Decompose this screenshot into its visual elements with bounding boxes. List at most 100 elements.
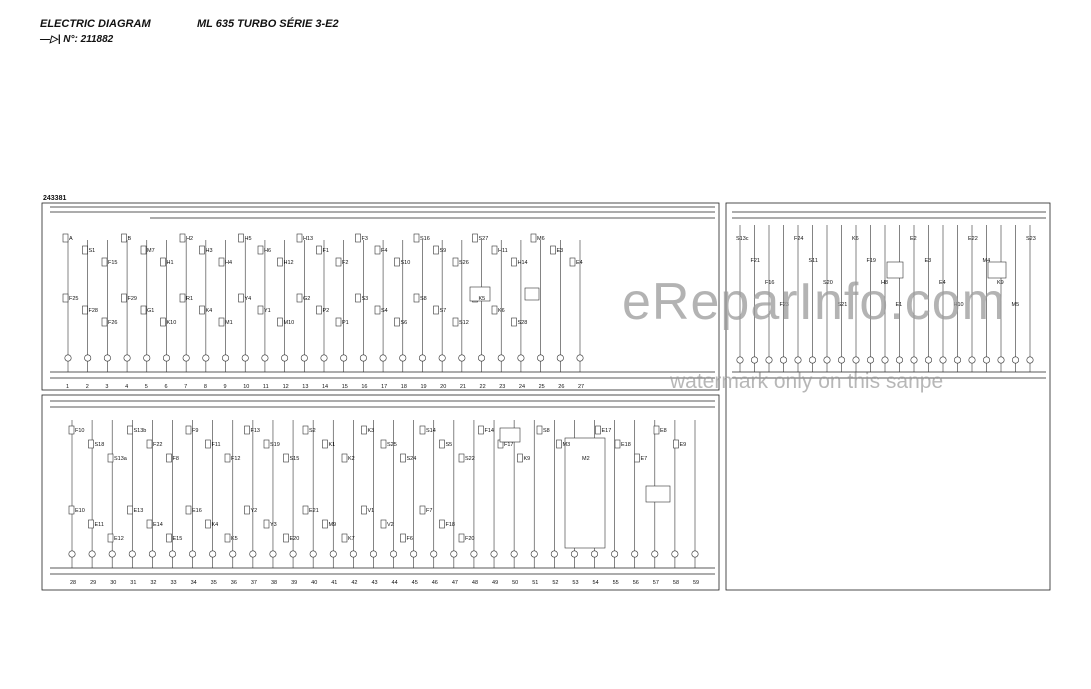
component-symbol	[107, 533, 114, 543]
terminal-number: 46	[432, 580, 438, 586]
lamp-symbol	[490, 550, 498, 558]
component-label: F19	[867, 258, 876, 264]
component-symbol	[413, 293, 420, 303]
terminal-number: 45	[412, 580, 418, 586]
component-symbol	[400, 453, 406, 463]
lamp-symbol	[458, 354, 466, 362]
terminal-number: 32	[150, 580, 156, 586]
lamp-symbol	[369, 550, 377, 558]
component-symbol	[263, 439, 270, 449]
component-symbol	[283, 453, 289, 463]
terminal-number: 19	[420, 384, 426, 390]
component-symbol	[257, 245, 264, 255]
terminal-number: 18	[401, 384, 407, 390]
component-label: S8	[420, 296, 427, 302]
relay-box	[524, 287, 540, 301]
component-label: Y3	[270, 522, 277, 528]
component-label: V2	[387, 522, 394, 528]
component-label: E1	[896, 302, 903, 308]
lamp-symbol	[340, 354, 348, 362]
lamp-symbol	[438, 354, 446, 362]
terminal-number: 11	[263, 384, 269, 390]
component-symbol	[374, 305, 381, 315]
component-label: E16	[192, 508, 202, 514]
component-label: S19	[270, 442, 280, 448]
component-symbol	[82, 245, 88, 255]
component-symbol	[302, 505, 309, 515]
component-label: M1	[225, 320, 233, 326]
component-label: K7	[348, 536, 355, 542]
component-symbol	[394, 317, 400, 327]
component-symbol	[88, 439, 94, 449]
lamp-symbol	[765, 356, 773, 364]
component-symbol	[355, 233, 361, 243]
component-label: H2	[186, 236, 193, 242]
component-symbol	[536, 425, 543, 435]
lamp-symbol	[148, 550, 156, 558]
component-label: E3	[557, 248, 564, 254]
lamp-symbol	[881, 356, 889, 364]
component-label: F26	[108, 320, 117, 326]
lamp-symbol	[84, 354, 92, 362]
terminal-number: 23	[499, 384, 505, 390]
component-symbol	[205, 439, 211, 449]
component-symbol	[257, 305, 264, 315]
reference-number: —▷| N°: 211882	[40, 34, 113, 45]
lamp-symbol	[866, 356, 874, 364]
lamp-symbol	[997, 356, 1005, 364]
lamp-symbol	[202, 354, 210, 362]
upper-right-panel-frame	[725, 202, 1051, 591]
component-label: E4	[939, 280, 946, 286]
component-symbol	[634, 453, 640, 463]
component-symbol	[452, 257, 459, 267]
component-symbol	[179, 293, 186, 303]
component-symbol	[244, 505, 250, 515]
component-symbol	[88, 519, 94, 529]
terminal-number: 28	[70, 580, 76, 586]
terminal-number: 43	[371, 580, 377, 586]
component-label: S24	[407, 456, 417, 462]
lamp-symbol	[261, 354, 269, 362]
lamp-symbol	[390, 550, 398, 558]
terminal-number: 31	[130, 580, 136, 586]
lamp-symbol	[750, 356, 758, 364]
lamp-symbol	[399, 354, 407, 362]
terminal-number: 8	[204, 384, 207, 390]
terminal-number: 44	[392, 580, 398, 586]
component-label: K9	[997, 280, 1004, 286]
lamp-symbol	[418, 354, 426, 362]
component-label: K10	[167, 320, 177, 326]
terminal-number: 6	[164, 384, 167, 390]
terminal-number: 13	[302, 384, 308, 390]
component-label: F12	[231, 456, 240, 462]
component-label: E9	[680, 442, 687, 448]
lamp-symbol	[359, 354, 367, 362]
component-label: M2	[582, 456, 590, 462]
component-label: S26	[459, 260, 469, 266]
terminal-number: 2	[86, 384, 89, 390]
component-symbol	[491, 245, 498, 255]
component-label: F22	[153, 442, 162, 448]
component-symbol	[361, 425, 367, 435]
component-symbol	[146, 519, 153, 529]
component-symbol	[160, 257, 166, 267]
component-symbol	[380, 439, 387, 449]
component-label: H13	[303, 236, 313, 242]
component-symbol	[316, 245, 322, 255]
lamp-symbol	[168, 550, 176, 558]
lamp-symbol	[823, 356, 831, 364]
component-symbol	[121, 293, 127, 303]
component-label: E4	[576, 260, 583, 266]
component-symbol	[101, 257, 108, 267]
component-label: S1	[89, 248, 96, 254]
component-label: S13b	[134, 428, 147, 434]
component-label: A	[69, 236, 73, 242]
terminal-number: 39	[291, 580, 297, 586]
component-label: E8	[660, 428, 667, 434]
component-symbol	[511, 257, 517, 267]
lamp-symbol	[249, 550, 257, 558]
component-label: S23	[1026, 236, 1036, 242]
terminal-number: 21	[460, 384, 466, 390]
component-symbol	[335, 257, 342, 267]
